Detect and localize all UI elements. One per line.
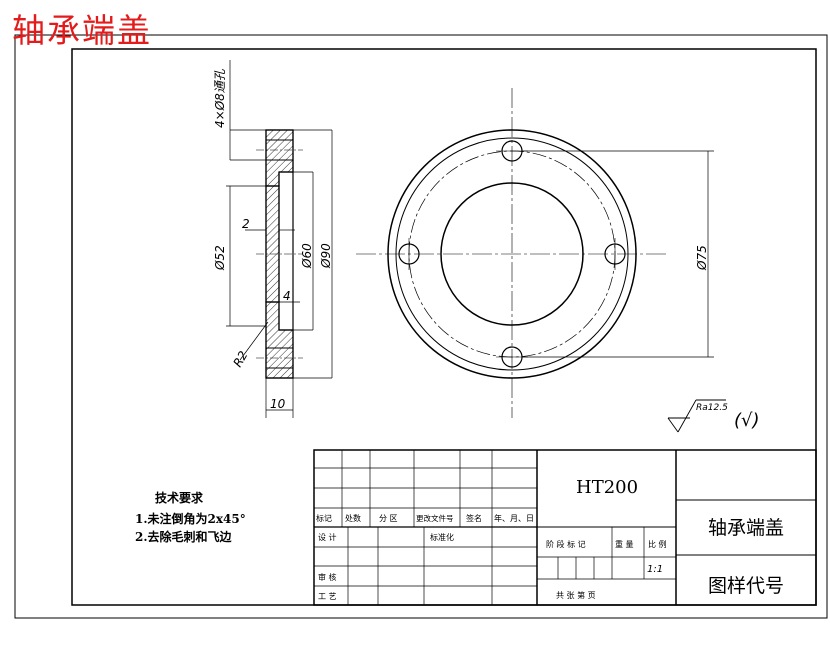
roughness-value: Ra12.5	[696, 403, 728, 413]
tech-req-heading: 技术要求	[155, 490, 204, 505]
tb-zone: 分 区	[379, 514, 398, 523]
material: HT200	[576, 477, 638, 498]
roughness-check: (√)	[734, 410, 760, 431]
tb-count: 处数	[345, 513, 361, 523]
dim-step4: 4	[283, 289, 291, 303]
dim-d75: Ø75	[695, 245, 709, 271]
hole-note: 4×Ø8通孔	[213, 68, 227, 128]
dim-d60: Ø60	[300, 243, 314, 269]
drawing-code-label: 图样代号	[708, 575, 784, 597]
section-view	[256, 129, 303, 379]
title-block	[313, 449, 817, 606]
dim-d52: Ø52	[213, 245, 227, 271]
tb-standardize: 标准化	[430, 532, 454, 542]
dim-width10: 10	[270, 397, 286, 411]
tb-review: 审 核	[318, 572, 337, 582]
tb-sheets: 共 张 第 页	[556, 590, 596, 600]
tb-mark: 标记	[316, 513, 332, 523]
tb-ratio: 比 例	[648, 539, 667, 549]
page-title: 轴承端盖	[12, 11, 152, 50]
roughness-symbol	[667, 399, 726, 433]
tb-process: 工 艺	[318, 592, 337, 601]
section-dimensions	[226, 60, 333, 418]
tb-weight: 重 量	[615, 539, 634, 549]
part-name: 轴承端盖	[708, 517, 784, 539]
tech-req-item-2: 2.去除毛刺和飞边	[135, 529, 233, 544]
tech-req-item-1: 1.未注倒角为2x45°	[135, 511, 246, 526]
tb-signature: 签名	[466, 513, 482, 523]
web-section	[265, 185, 280, 303]
outer-border	[14, 34, 828, 619]
tb-design: 设 计	[318, 532, 337, 542]
tb-change-doc: 更改文件号	[416, 513, 454, 523]
front-view	[356, 88, 714, 418]
dim-thick2: 2	[242, 217, 250, 231]
dim-d90: Ø90	[319, 243, 333, 269]
tb-stage: 阶 段 标 记	[546, 539, 586, 549]
tb-scale-value: 1:1	[647, 564, 663, 575]
dim-radius: R2	[230, 349, 250, 370]
tb-date: 年、月、日	[494, 513, 534, 523]
